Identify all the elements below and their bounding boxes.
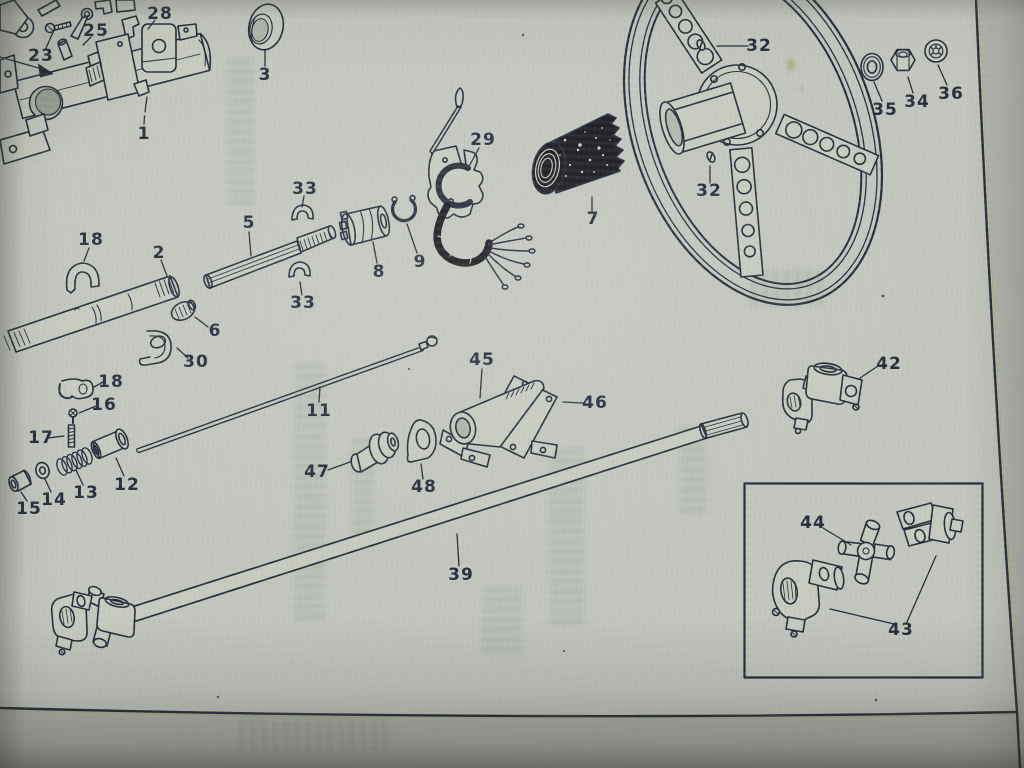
part-label-46: 46	[582, 393, 608, 413]
part-label-39: 39	[448, 565, 474, 585]
part-label-7: 7	[586, 209, 600, 229]
part-39-lower-shaft	[118, 412, 749, 625]
part-18-bush-upper	[65, 262, 100, 294]
part-label-6: 6	[208, 321, 222, 341]
part-label-33-upper: 33	[292, 179, 318, 199]
part-6-splined-bush	[170, 299, 197, 322]
part-47-grommet	[350, 431, 400, 473]
part-label-17: 17	[28, 428, 54, 448]
part-label-35: 35	[872, 100, 898, 120]
lower-universal-joint	[50, 585, 136, 656]
part-label-28: 28	[147, 4, 173, 24]
part-48-gasket	[406, 419, 437, 463]
small-parts-cluster	[0, 0, 198, 101]
part-label-12: 12	[114, 475, 140, 495]
part-label-30: 30	[183, 352, 209, 372]
part-label-33-lower: 33	[290, 293, 316, 313]
part-label-16: 16	[91, 395, 117, 415]
part-label-1: 1	[137, 124, 151, 144]
part-3-bush	[247, 3, 285, 51]
part-label-25: 25	[83, 21, 109, 41]
inset-box	[743, 482, 984, 679]
part-5-splined-tube	[203, 225, 337, 289]
part-label-11: 11	[306, 401, 332, 421]
part-15-bush	[8, 469, 32, 492]
part-label-44: 44	[800, 513, 826, 533]
part-7-slip-ring	[531, 113, 625, 195]
part-label-42: 42	[876, 354, 902, 374]
part-11-rod	[135, 335, 438, 454]
dust-specks	[216, 33, 885, 702]
part-label-13: 13	[73, 483, 99, 503]
part-label-36: 36	[938, 84, 964, 104]
part-42-universal-joint	[781, 362, 863, 435]
part-label-15: 15	[16, 499, 42, 519]
part-18-clamp-lower	[58, 378, 94, 400]
part-12-sleeve	[90, 428, 129, 460]
part-label-23: 23	[28, 46, 54, 66]
part-29-indicator-switch	[427, 87, 536, 290]
part-32-screws	[696, 39, 716, 163]
part-label-14: 14	[41, 490, 67, 510]
part-44-spider	[837, 519, 896, 585]
part-label-8: 8	[372, 262, 386, 282]
part-label-29: 29	[470, 130, 496, 150]
leader-lines	[0, 19, 948, 625]
part-label-43: 43	[888, 620, 914, 640]
part-9-circlip	[390, 194, 418, 223]
part-13-spring	[56, 447, 93, 476]
part-label-32-lower: 32	[696, 181, 722, 201]
part-label-48: 48	[411, 477, 437, 497]
part-30-clamp	[138, 329, 172, 366]
part-label-3: 3	[258, 65, 272, 85]
part-label-5: 5	[242, 213, 256, 233]
part-43-yokes	[771, 502, 964, 638]
part-2-upper-shaft	[3, 275, 180, 353]
part-label-9: 9	[413, 252, 427, 272]
part-8-coupling	[338, 205, 391, 247]
part-34-nut	[890, 48, 916, 72]
part-45-mounting-bracket	[439, 379, 558, 468]
part-35-washer	[860, 52, 884, 82]
part-label-18-lower: 18	[98, 372, 124, 392]
part-33-bushes	[288, 204, 314, 278]
part-label-2: 2	[152, 243, 166, 263]
part-label-34: 34	[904, 92, 930, 112]
part-14-washer	[35, 461, 50, 480]
part-label-32-upper: 32	[746, 36, 772, 56]
part-label-47: 47	[304, 462, 330, 482]
part-label-18-upper: 18	[78, 230, 104, 250]
part-16-screw	[68, 408, 78, 424]
part-label-45: 45	[469, 350, 495, 370]
part-17-stud	[67, 424, 76, 448]
part-36-locknut	[924, 39, 948, 63]
steering-wheel	[622, 0, 884, 306]
